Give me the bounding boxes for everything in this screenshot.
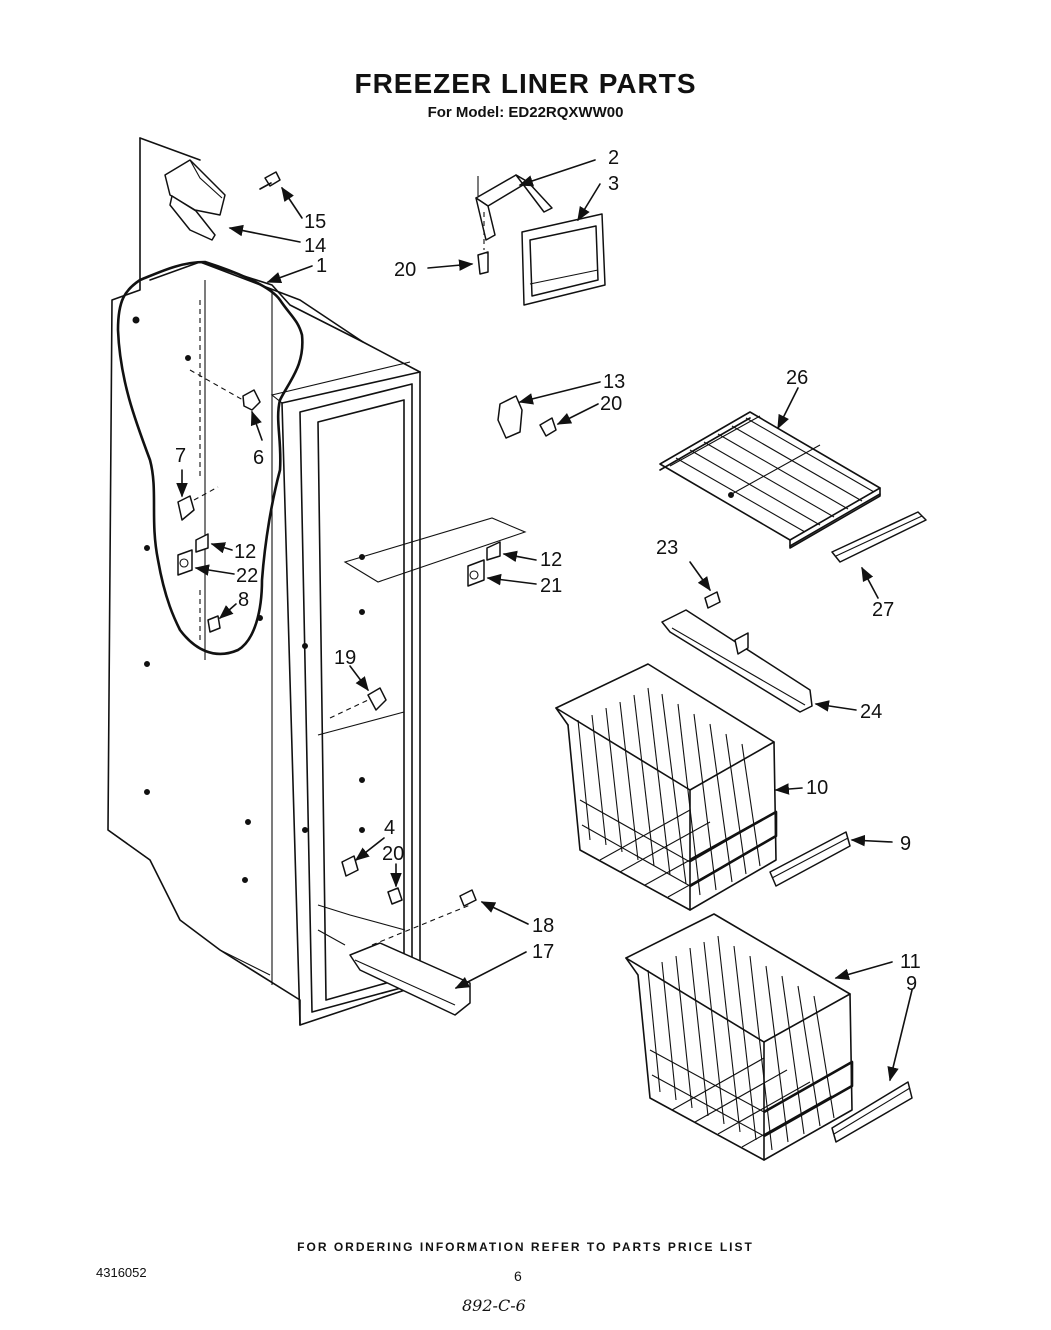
part-3-panel [521, 213, 606, 306]
callout-9-lower: 9 [906, 973, 917, 995]
part-12-21-bracket-right [343, 517, 527, 587]
callout-24: 24 [860, 701, 882, 723]
callout-22: 22 [236, 565, 258, 587]
freezer-liner [107, 137, 421, 1026]
page-title: FREEZER LINER PARTS [354, 68, 697, 99]
part-8-screw [207, 615, 221, 633]
callout-20-mid: 20 [600, 393, 622, 415]
ordering-note: FOR ORDERING INFORMATION REFER TO PARTS … [297, 1240, 754, 1254]
callout-8: 8 [238, 589, 249, 611]
part-20-screw-top [477, 212, 489, 275]
part-9-trim-lower [831, 1081, 913, 1143]
part-11-basket [625, 913, 854, 1161]
part-10-basket [555, 663, 778, 911]
callout-10: 10 [806, 777, 828, 799]
callout-23: 23 [656, 537, 678, 559]
callout-12-left: 12 [234, 541, 256, 563]
callout-1: 1 [316, 255, 327, 277]
callout-14: 14 [304, 235, 326, 257]
callout-21: 21 [540, 575, 562, 597]
document-number: 4316052 [96, 1265, 147, 1280]
part-17-trim [349, 904, 471, 1016]
page-number: 6 [514, 1268, 522, 1284]
model-subtitle: For Model: ED22RQXWW00 [427, 104, 624, 121]
part-15-screw [259, 171, 281, 190]
part-12-22-bracket-left [177, 533, 209, 576]
part-19-clip [329, 687, 387, 719]
part-9-trim-upper [769, 831, 851, 887]
callout-11: 11 [900, 951, 921, 973]
callout-18: 18 [532, 915, 554, 937]
handwritten-note: 892-C-6 [462, 1296, 526, 1315]
callout-7: 7 [175, 445, 186, 467]
part-24-rail [661, 609, 813, 713]
callout-20-top: 20 [394, 259, 416, 281]
callout-19: 19 [334, 647, 356, 669]
callout-2: 2 [608, 147, 619, 169]
callout-27: 27 [872, 599, 894, 621]
callout-6: 6 [253, 447, 264, 469]
callout-15: 15 [304, 211, 326, 233]
callout-4: 4 [384, 817, 395, 839]
callout-26: 26 [786, 367, 808, 389]
callout-20-bottom: 20 [382, 843, 404, 865]
part-13-clip [497, 395, 557, 439]
part-6-clip [189, 369, 261, 411]
leader-lines [176, 159, 913, 1082]
part-26-wire-shelf [659, 411, 881, 549]
part-27-trim [831, 511, 927, 563]
part-23-screw [704, 591, 721, 609]
callout-9-upper: 9 [900, 833, 911, 855]
part-18-screw [459, 889, 477, 907]
part-7-clip [177, 486, 219, 521]
callout-12-right: 12 [540, 549, 562, 571]
callout-3: 3 [608, 173, 619, 195]
callout-13: 13 [603, 371, 625, 393]
callout-17: 17 [532, 941, 554, 963]
part-4-clip [341, 855, 403, 905]
callout-labels: 15 14 1 2 3 20 13 20 26 6 7 12 22 8 12 2… [175, 147, 921, 995]
part-14-bracket [164, 159, 226, 241]
